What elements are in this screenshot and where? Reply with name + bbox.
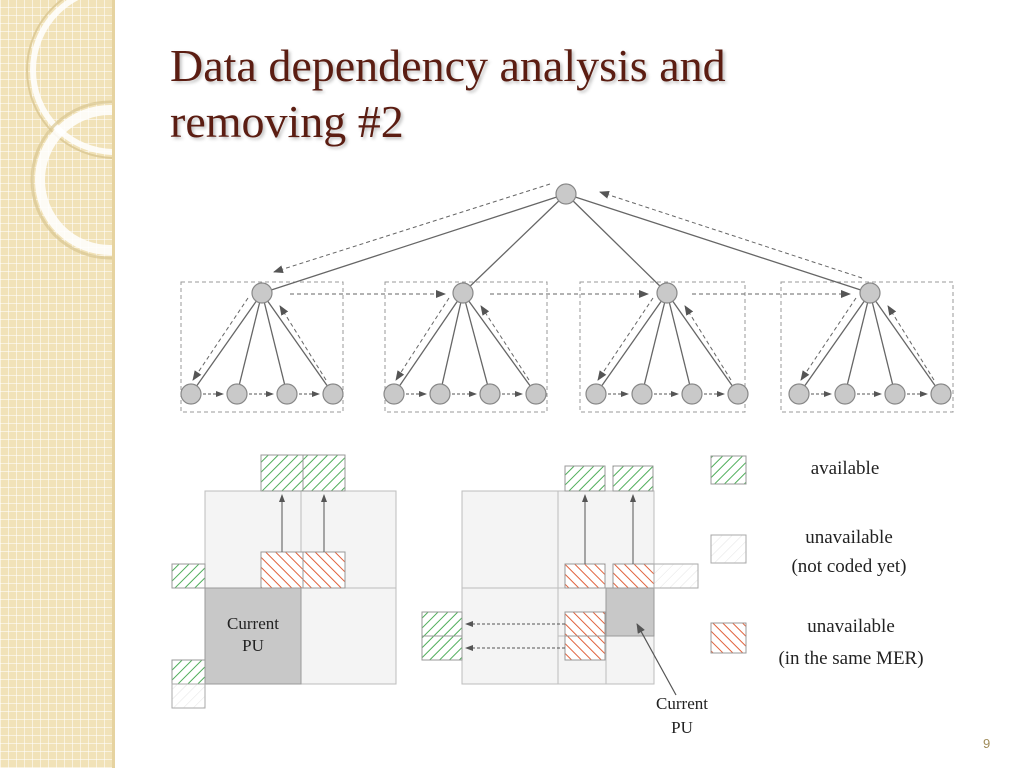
tree-leaf-node	[226, 383, 248, 405]
available-block	[564, 465, 606, 492]
tree-root-node	[555, 183, 577, 205]
tree-group-box-1	[180, 281, 344, 413]
current-pu-block	[204, 587, 302, 685]
tree-leaf-node	[429, 383, 451, 405]
tree-leaf-node	[681, 383, 703, 405]
tree-group-box-2	[384, 281, 548, 413]
tree-node	[656, 282, 678, 304]
tree-node	[251, 282, 273, 304]
tree-leaf-node	[788, 383, 810, 405]
legend-label-available: available	[811, 458, 880, 479]
tree-leaf-node	[525, 383, 547, 405]
current-pu-label-line-1: Current	[227, 614, 279, 633]
legend-label-not-coded-line-1: unavailable	[805, 527, 893, 548]
same-mer-block	[260, 551, 304, 589]
tree-leaf-node	[383, 383, 405, 405]
not-coded-block	[171, 683, 206, 709]
current-pu-label-line-2: PU	[242, 636, 264, 655]
same-mer-block	[302, 551, 346, 589]
legend-swatch-available	[710, 455, 747, 485]
right-block-diagram: Current PU	[421, 465, 708, 737]
sidebar-rings	[26, 0, 112, 260]
legend-swatch-same-mer	[710, 622, 747, 654]
tree-leaf-node	[276, 383, 298, 405]
available-block	[421, 635, 463, 661]
slide-title-line-2: removing #2	[170, 96, 404, 147]
tree-group-box-3	[579, 281, 746, 413]
root-traversal-arrows	[273, 183, 863, 298]
tree-node	[859, 282, 881, 304]
slide-title-line-1: Data dependency analysis and	[170, 40, 726, 91]
tree-group-box-4	[780, 281, 954, 413]
current-pu-block	[605, 587, 655, 637]
subtree-3	[585, 282, 749, 405]
same-mer-block	[564, 563, 606, 589]
available-block	[260, 454, 304, 492]
root-edges	[261, 193, 871, 294]
tree-leaf-node	[479, 383, 501, 405]
legend: available unavailable (not coded yet) un…	[710, 455, 924, 669]
tree-leaf-node	[322, 383, 344, 405]
subtree-4	[788, 282, 952, 405]
slide-title: Data dependency analysis and removing #2	[170, 38, 930, 150]
page-number: 9	[983, 736, 991, 751]
subtree-1	[180, 282, 344, 405]
tree-leaf-node	[180, 383, 202, 405]
same-mer-block	[612, 563, 655, 589]
available-block	[302, 454, 346, 492]
tree-leaf-node	[631, 383, 653, 405]
tree-node	[452, 282, 474, 304]
tree-leaf-node	[834, 383, 856, 405]
tree-leaf-node	[884, 383, 906, 405]
quadtree-diagram	[180, 183, 954, 413]
legend-label-same-mer-line-2: (in the same MER)	[778, 648, 923, 669]
sidebar-edge	[112, 0, 115, 768]
legend-label-not-coded-line-2: (not coded yet)	[791, 556, 906, 577]
legend-label-same-mer-line-1: unavailable	[807, 616, 895, 637]
tree-leaf-node	[727, 383, 749, 405]
legend-swatch-not-coded	[710, 534, 747, 564]
tree-leaf-node	[585, 383, 607, 405]
available-block	[171, 563, 206, 589]
subtree-2	[383, 282, 547, 405]
not-coded-block	[653, 563, 699, 589]
tree-leaf-node	[930, 383, 952, 405]
available-block	[171, 659, 206, 685]
available-block	[421, 611, 463, 637]
left-block-diagram: Current PU	[171, 454, 397, 709]
decorative-sidebar	[0, 0, 112, 768]
available-block	[612, 465, 654, 492]
same-mer-block	[564, 635, 606, 661]
current-pu-label-line-1: Current	[656, 694, 708, 713]
same-mer-block	[564, 611, 606, 637]
current-pu-label-line-2: PU	[671, 718, 693, 737]
